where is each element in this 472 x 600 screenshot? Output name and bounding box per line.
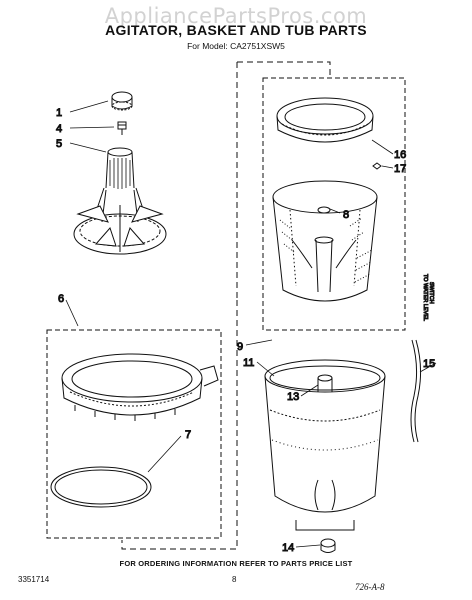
model-subtitle: For Model: CA2751XSW5 — [187, 41, 285, 51]
callout-8: 8 — [343, 209, 349, 221]
connector-line — [237, 61, 331, 76]
part-number: 3351714 — [18, 575, 50, 584]
tub-ring-part — [61, 353, 219, 421]
screw-part — [372, 162, 382, 170]
outer-tub-part — [264, 359, 386, 531]
document-code: 726-A-8 — [355, 582, 385, 592]
water-level-note-line2: SWITCH — [428, 282, 434, 304]
callout-15: 15 — [423, 358, 435, 370]
leader-lines — [65, 100, 437, 548]
callout-1: 1 — [56, 107, 62, 119]
drain-hose-part — [410, 339, 422, 443]
callout-9: 9 — [237, 341, 243, 353]
tub-seal-part — [50, 466, 152, 508]
basket-part — [272, 180, 378, 302]
bolt-part — [117, 121, 127, 135]
watermark: AppliancePartsPros.com — [104, 4, 368, 28]
tub-ring-group-box — [46, 329, 222, 539]
agitator-part — [73, 147, 167, 255]
basket-group-box — [262, 77, 406, 331]
balance-ring-part — [276, 97, 374, 143]
page-number: 8 — [232, 575, 237, 584]
callout-5: 5 — [56, 138, 62, 150]
page-title: AGITATOR, BASKET AND TUB PARTS — [105, 22, 367, 38]
callout-4: 4 — [56, 123, 62, 135]
callout-7: 7 — [185, 429, 191, 441]
callout-14: 14 — [282, 542, 294, 554]
drain-plug-part — [320, 538, 336, 553]
callout-6: 6 — [58, 293, 64, 305]
callout-16: 16 — [394, 149, 406, 161]
ordering-note: FOR ORDERING INFORMATION REFER TO PARTS … — [119, 559, 353, 568]
agitator-cap-part — [111, 91, 133, 111]
callout-17: 17 — [394, 163, 406, 175]
callout-13: 13 — [287, 391, 299, 403]
water-level-note-line1: TO WATER LEVEL — [422, 274, 428, 321]
connector-line — [121, 300, 238, 550]
callout-11: 11 — [243, 357, 254, 369]
